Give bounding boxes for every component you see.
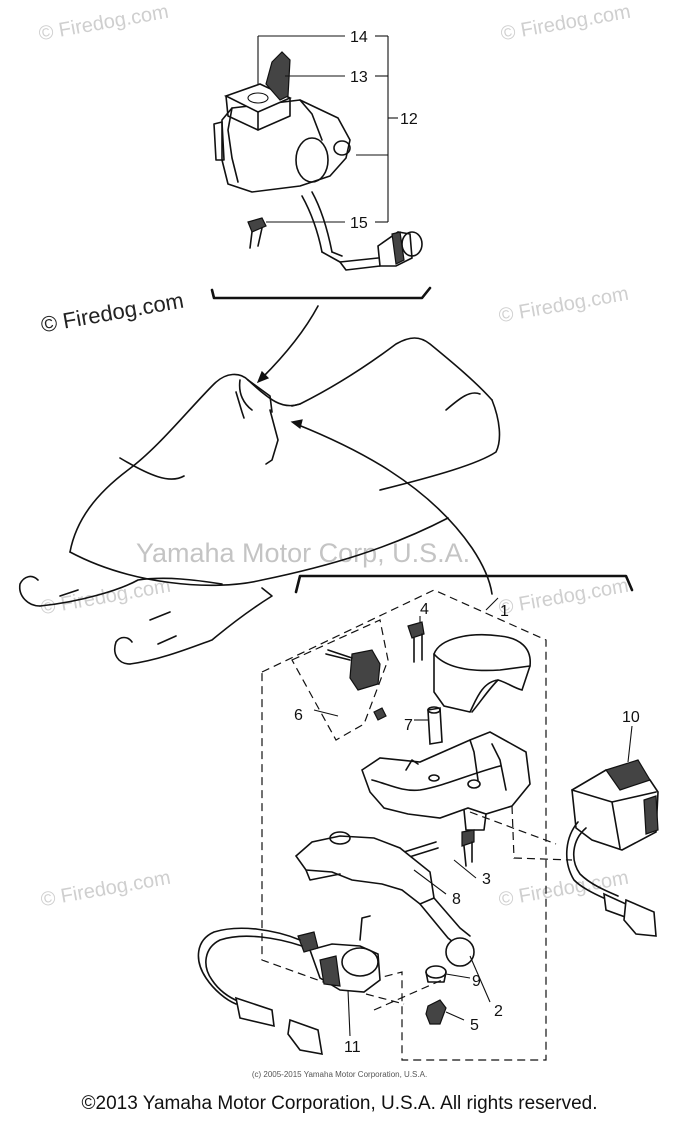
part-labels: 1 2 3 4 5 6 7 8 9 10 11 12 13 14 15 — [294, 29, 640, 1056]
part-label-10: 10 — [622, 709, 640, 726]
copyright-small: (c) 2005-2015 Yamaha Motor Corporation, … — [251, 1070, 428, 1079]
part-label-13: 13 — [350, 69, 368, 86]
copyright-footer: ©2013 Yamaha Motor Corporation, U.S.A. A… — [81, 1093, 598, 1114]
part-label-4: 4 — [420, 601, 429, 618]
switch-housing-assembly — [210, 35, 432, 300]
part-label-11: 11 — [344, 1039, 361, 1056]
part-label-8: 8 — [452, 891, 461, 908]
part-label-6: 6 — [294, 707, 303, 724]
part-label-9: 9 — [472, 973, 481, 990]
part-label-15: 15 — [350, 215, 368, 232]
part-label-1: 1 — [500, 603, 509, 620]
part-label-3: 3 — [482, 871, 491, 888]
watermark-yamaha: Yamaha Motor Corp, U.S.A. — [136, 538, 471, 568]
part-label-12: 12 — [400, 111, 418, 128]
part-label-14: 14 — [350, 29, 368, 46]
part-label-7: 7 — [404, 717, 413, 734]
snowmobile-outline — [18, 305, 634, 665]
part-label-2: 2 — [494, 1003, 503, 1020]
part-label-5: 5 — [470, 1017, 479, 1034]
throttle-lever-assembly — [197, 589, 659, 1061]
